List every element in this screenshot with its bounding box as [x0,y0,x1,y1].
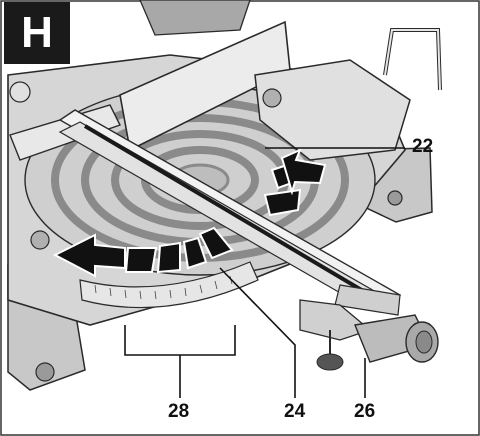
extension-arm [58,109,402,316]
base-screw [30,230,50,250]
carry-handle-highlight [384,29,441,91]
callout-26: 26 [354,401,376,422]
callout-24: 24 [284,401,306,422]
top-left-knob [9,81,31,103]
motor-top [139,0,251,36]
callout-28: 28 [168,401,190,422]
callout-22: 22 [412,136,434,157]
leader-24 [219,267,296,398]
rotation-arrows [52,148,327,278]
miter-lock-handle [299,299,439,363]
panel-letter-badge: H [4,2,70,64]
leader-lines [124,147,405,398]
left-arrow-head [52,233,126,278]
left-segment-3 [182,236,208,270]
miter-scale [79,261,259,309]
left-segment-4 [198,226,234,260]
adjust-knob [316,330,344,371]
base-left-screw [35,362,55,382]
left-segment-1 [124,247,158,273]
right-segment-1 [263,188,302,217]
right-arrow-head [280,148,327,196]
left-segment-2 [156,241,181,274]
right-housing [254,59,411,161]
base-right-screw [387,190,403,206]
housing-screw [262,88,282,108]
